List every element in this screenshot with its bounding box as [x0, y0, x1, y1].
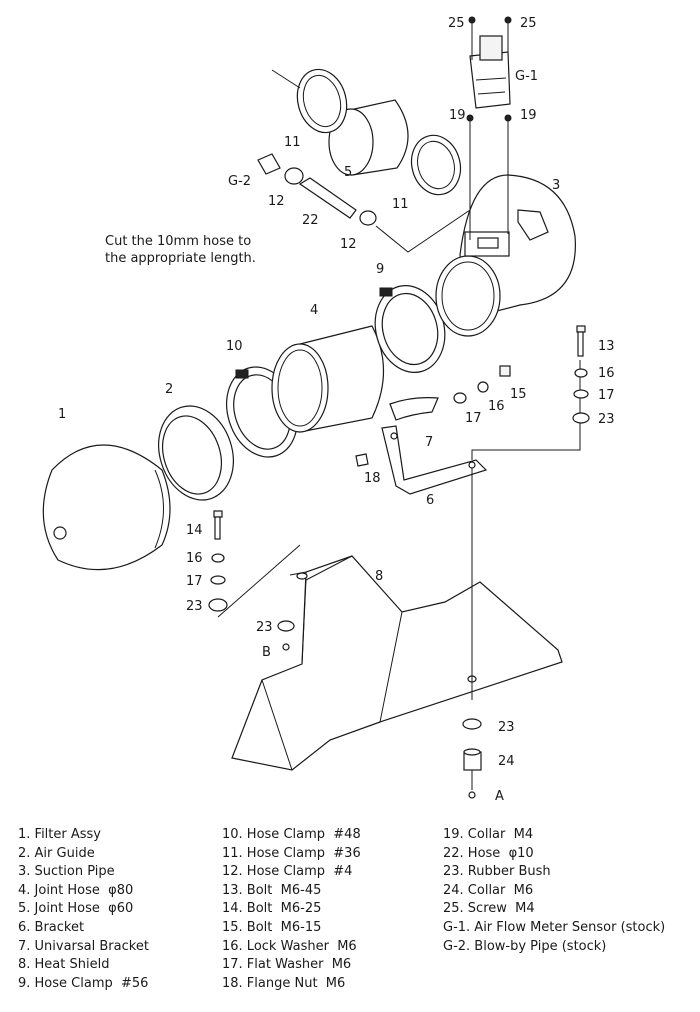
legend-item: 14. Bolt M6-25: [222, 901, 322, 917]
legend-item: 15. Bolt M6-15: [222, 919, 322, 935]
callout-24: 24: [498, 754, 515, 769]
callout-g1: G-1: [515, 69, 538, 84]
air-guide-part: [158, 405, 234, 501]
note-line-2: the appropriate length.: [105, 251, 256, 266]
legend-item: 17. Flat Washer M6: [222, 957, 352, 973]
legend-item: 19. Collar M4: [443, 827, 534, 842]
callout-1: 1: [58, 407, 66, 422]
callout-3: 3: [552, 178, 560, 193]
callout-16-b: 16: [488, 399, 505, 414]
callout-17-b: 17: [465, 411, 482, 426]
callout-18: 18: [364, 471, 381, 486]
callout-11-b: 11: [392, 197, 409, 212]
legend-item: 5. Joint Hose φ60: [18, 901, 134, 917]
callout-b: B: [262, 645, 271, 660]
callout-10: 10: [226, 339, 243, 354]
filter-assy-part: [42, 444, 171, 571]
callout-22: 22: [302, 213, 319, 228]
callout-17-c: 17: [186, 574, 203, 589]
legend-item: 11. Hose Clamp #36: [222, 845, 361, 861]
callout-23-d: 23: [498, 720, 515, 735]
legend-item: 13. Bolt M6-45: [222, 882, 322, 898]
callout-6: 6: [426, 493, 434, 508]
joint-hose-80-part: [271, 325, 385, 433]
callout-23-b: 23: [186, 599, 203, 614]
legend-item: 1. Filter Assy: [18, 827, 101, 842]
suction-pipe-part: [435, 174, 576, 337]
bracket-part: [355, 360, 581, 790]
legend-item: 23. Rubber Bush: [443, 864, 551, 880]
legend-item: 7. Univarsal Bracket: [18, 938, 149, 954]
air-flow-meter-part: [466, 16, 512, 240]
callout-14: 14: [186, 523, 203, 538]
callout-5: 5: [344, 165, 352, 180]
legend-item: 6. Bracket: [18, 919, 85, 935]
legend-item: 25. Screw M4: [443, 901, 535, 917]
bush-stack-bottom: [462, 718, 482, 799]
parts-legend-column-2: 10. Hose Clamp #48 11. Hose Clamp #36 12…: [222, 826, 361, 993]
callout-12-a: 12: [268, 194, 285, 209]
legend-item: 10. Hose Clamp #48: [222, 827, 361, 842]
bolt-stack-left: [208, 510, 301, 651]
exploded-parts-diagram: Cut the 10mm hose to the appropriate len…: [42, 16, 615, 804]
legend-item: G-2. Blow-by Pipe (stock): [443, 938, 607, 954]
legend-item: 16. Lock Washer M6: [222, 938, 357, 954]
legend-item: 22. Hose φ10: [443, 845, 534, 861]
legend-item: 18. Flange Nut M6: [222, 975, 346, 991]
legend-item: 24. Collar M6: [443, 882, 534, 898]
callout-16-a: 16: [598, 366, 615, 381]
note-line-1: Cut the 10mm hose to: [105, 234, 251, 249]
heat-shield-part: [231, 555, 563, 771]
callout-4: 4: [310, 303, 318, 318]
callout-25-a: 25: [448, 16, 465, 31]
legend-item: G-1. Air Flow Meter Sensor (stock): [443, 919, 666, 935]
bolt-stack-right: [572, 325, 590, 424]
callout-2: 2: [165, 382, 173, 397]
callout-19-a: 19: [449, 108, 466, 123]
callout-9: 9: [376, 262, 384, 277]
callout-12-b: 12: [340, 237, 357, 252]
legend-item: 2. Air Guide: [18, 845, 95, 861]
callout-23-c: 23: [256, 620, 273, 635]
callout-a: A: [495, 789, 504, 804]
callout-13: 13: [598, 339, 615, 354]
legend-item: 9. Hose Clamp #56: [18, 975, 149, 991]
callout-25-b: 25: [520, 16, 537, 31]
callout-11-a: 11: [284, 135, 301, 150]
callout-8: 8: [375, 569, 383, 584]
parts-legend-column-3: 19. Collar M4 22. Hose φ10 23. Rubber Bu…: [443, 826, 665, 956]
legend-item: 4. Joint Hose φ80: [18, 882, 134, 898]
callout-7: 7: [425, 435, 433, 450]
callout-23-a: 23: [598, 412, 615, 427]
callout-16-c: 16: [186, 551, 203, 566]
blow-by-pipe-part: [257, 153, 471, 253]
legend-item: 8. Heat Shield: [18, 957, 110, 973]
hose-clamp-36-part: [271, 68, 462, 196]
callout-15: 15: [510, 387, 527, 402]
parts-legend-column-1: 1. Filter Assy 2. Air Guide 3. Suction P…: [18, 826, 149, 993]
hose-clamp-56-part: [374, 284, 446, 374]
legend-item: 12. Hose Clamp #4: [222, 864, 353, 880]
callout-g2: G-2: [228, 174, 251, 189]
callout-17-a: 17: [598, 388, 615, 403]
legend-item: 3. Suction Pipe: [18, 864, 115, 880]
callout-19-b: 19: [520, 108, 537, 123]
